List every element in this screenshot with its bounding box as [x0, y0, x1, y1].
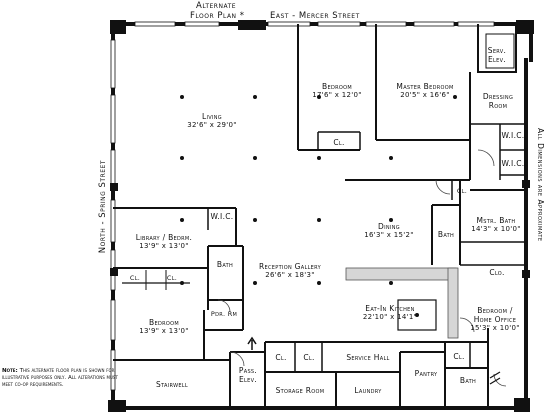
room-master-bedroom-dim: 20'5" x 16'6"	[400, 91, 450, 99]
room-bedroom-west-dim: 13'9" x 13'0"	[139, 327, 189, 335]
alternate-label-line1: Alternate	[196, 1, 237, 11]
room-dressing-line1: Dressing	[482, 92, 514, 101]
room-dining: Dining 16'3" x 15'2"	[364, 222, 414, 240]
room-living: Living 32'6" x 29'0"	[187, 112, 237, 130]
room-master-bath: Mstr. Bath 14'3" x 10'0"	[471, 216, 521, 234]
room-master-bedroom: Master Bedroom 20'5" x 16'6"	[396, 82, 453, 100]
room-laundry: Laundry	[354, 386, 382, 395]
room-closet-office: Clo.	[489, 268, 505, 277]
door-swings	[217, 149, 507, 387]
room-wic-library: W.I.C.	[210, 212, 234, 221]
room-closet-hall-2: Cl.	[303, 353, 315, 362]
room-kitchen: Eat-In Kitchen 22'10" x 14'1"	[363, 304, 417, 322]
room-dining-dim: 16'3" x 15'2"	[364, 231, 414, 239]
west-street-label: North - Spring Street	[98, 160, 108, 254]
room-dressing-line2: Room	[488, 101, 508, 110]
room-reception-name: Reception Gallery	[259, 262, 321, 271]
kitchen-counter	[345, 267, 459, 339]
room-bedroom-west: Bedroom 13'9" x 13'0"	[139, 318, 189, 336]
room-home-office-line1: Bedroom /	[477, 306, 513, 315]
north-windows	[134, 21, 495, 27]
room-serv-elev: Serv. Elev.	[488, 46, 506, 64]
room-storage: Storage Room	[275, 386, 325, 395]
room-master-bath-dim: 14'3" x 10'0"	[471, 225, 521, 233]
north-street-label: East - Mercer Street	[270, 11, 360, 21]
room-serv-elev-line2: Elev.	[488, 55, 506, 64]
room-bedroom-north: Bedroom 17'6" x 12'0"	[312, 82, 362, 100]
room-dressing: Dressing Room	[483, 92, 513, 110]
room-bedroom-north-name: Bedroom	[322, 82, 352, 91]
footnote-text: This alternate floor plan is shown for i…	[2, 368, 118, 389]
room-bedroom-west-name: Bedroom	[149, 318, 179, 327]
alternate-label-line2: Floor Plan *	[190, 11, 245, 21]
corner-blocks	[108, 20, 534, 412]
room-wic-2: W.I.C.	[501, 159, 525, 168]
room-wic-1: W.I.C.	[501, 131, 525, 140]
room-dining-name: Dining	[378, 222, 400, 231]
stair-marks	[489, 371, 501, 385]
room-master-bath-name: Mstr. Bath	[476, 216, 516, 225]
room-closet-bedroom: Cl.	[333, 138, 345, 147]
room-stairwell: Stairwell	[156, 380, 188, 389]
room-library-dim: 13'9" x 13'0"	[139, 242, 189, 250]
room-master-bedroom-name: Master Bedroom	[396, 82, 454, 91]
room-home-office: Bedroom / Home Office 15'3" x 10'0"	[470, 306, 520, 333]
elevator-arrow-icon	[247, 336, 257, 350]
room-bedroom-north-dim: 17'6" x 12'0"	[312, 91, 362, 99]
room-pass-elev: Pass. Elev.	[239, 366, 257, 384]
room-pantry: Pantry	[414, 369, 438, 378]
room-bath-center: Bath	[216, 260, 234, 269]
room-kitchen-dim: 22'10" x 14'1"	[362, 313, 418, 321]
room-closet-b: Cl.	[166, 274, 178, 282]
room-library: Library / Bedrm. 13'9" x 13'0"	[136, 233, 192, 251]
footnote-label: Note:	[2, 368, 18, 374]
room-bath-se: Bath	[459, 376, 477, 385]
room-bath-dining: Bath	[437, 230, 455, 239]
dimensions-note: All Dimensions are Approximate	[536, 128, 545, 242]
structural-columns	[180, 95, 457, 317]
room-closet-dining: Cl.	[456, 187, 468, 195]
room-service-hall: Service Hall	[346, 353, 390, 362]
interior-walls	[113, 24, 526, 408]
room-pass-elev-line2: Elev.	[239, 375, 257, 384]
room-home-office-dim: 15'3" x 10'0"	[470, 324, 520, 332]
room-powder: Pdr. Rm	[210, 310, 238, 318]
room-home-office-line2: Home Office	[473, 315, 517, 324]
room-serv-elev-line1: Serv.	[487, 46, 507, 55]
room-living-dim: 32'6" x 29'0"	[187, 121, 237, 129]
room-reception-gallery: Reception Gallery 26'6" x 18'3"	[259, 262, 321, 280]
room-kitchen-name: Eat-In Kitchen	[365, 304, 415, 313]
footnote: Note: This alternate floor plan is shown…	[2, 368, 120, 390]
room-closet-hall-1: Cl.	[275, 353, 287, 362]
room-living-name: Living	[202, 112, 222, 121]
room-closet-a: Cl.	[129, 274, 141, 282]
room-pass-elev-line1: Pass.	[238, 366, 258, 375]
room-reception-dim: 26'6" x 18'3"	[265, 271, 315, 279]
room-library-name: Library / Bedrm.	[135, 233, 193, 242]
north-column	[238, 20, 266, 30]
room-closet-pantry: Cl.	[453, 352, 465, 361]
